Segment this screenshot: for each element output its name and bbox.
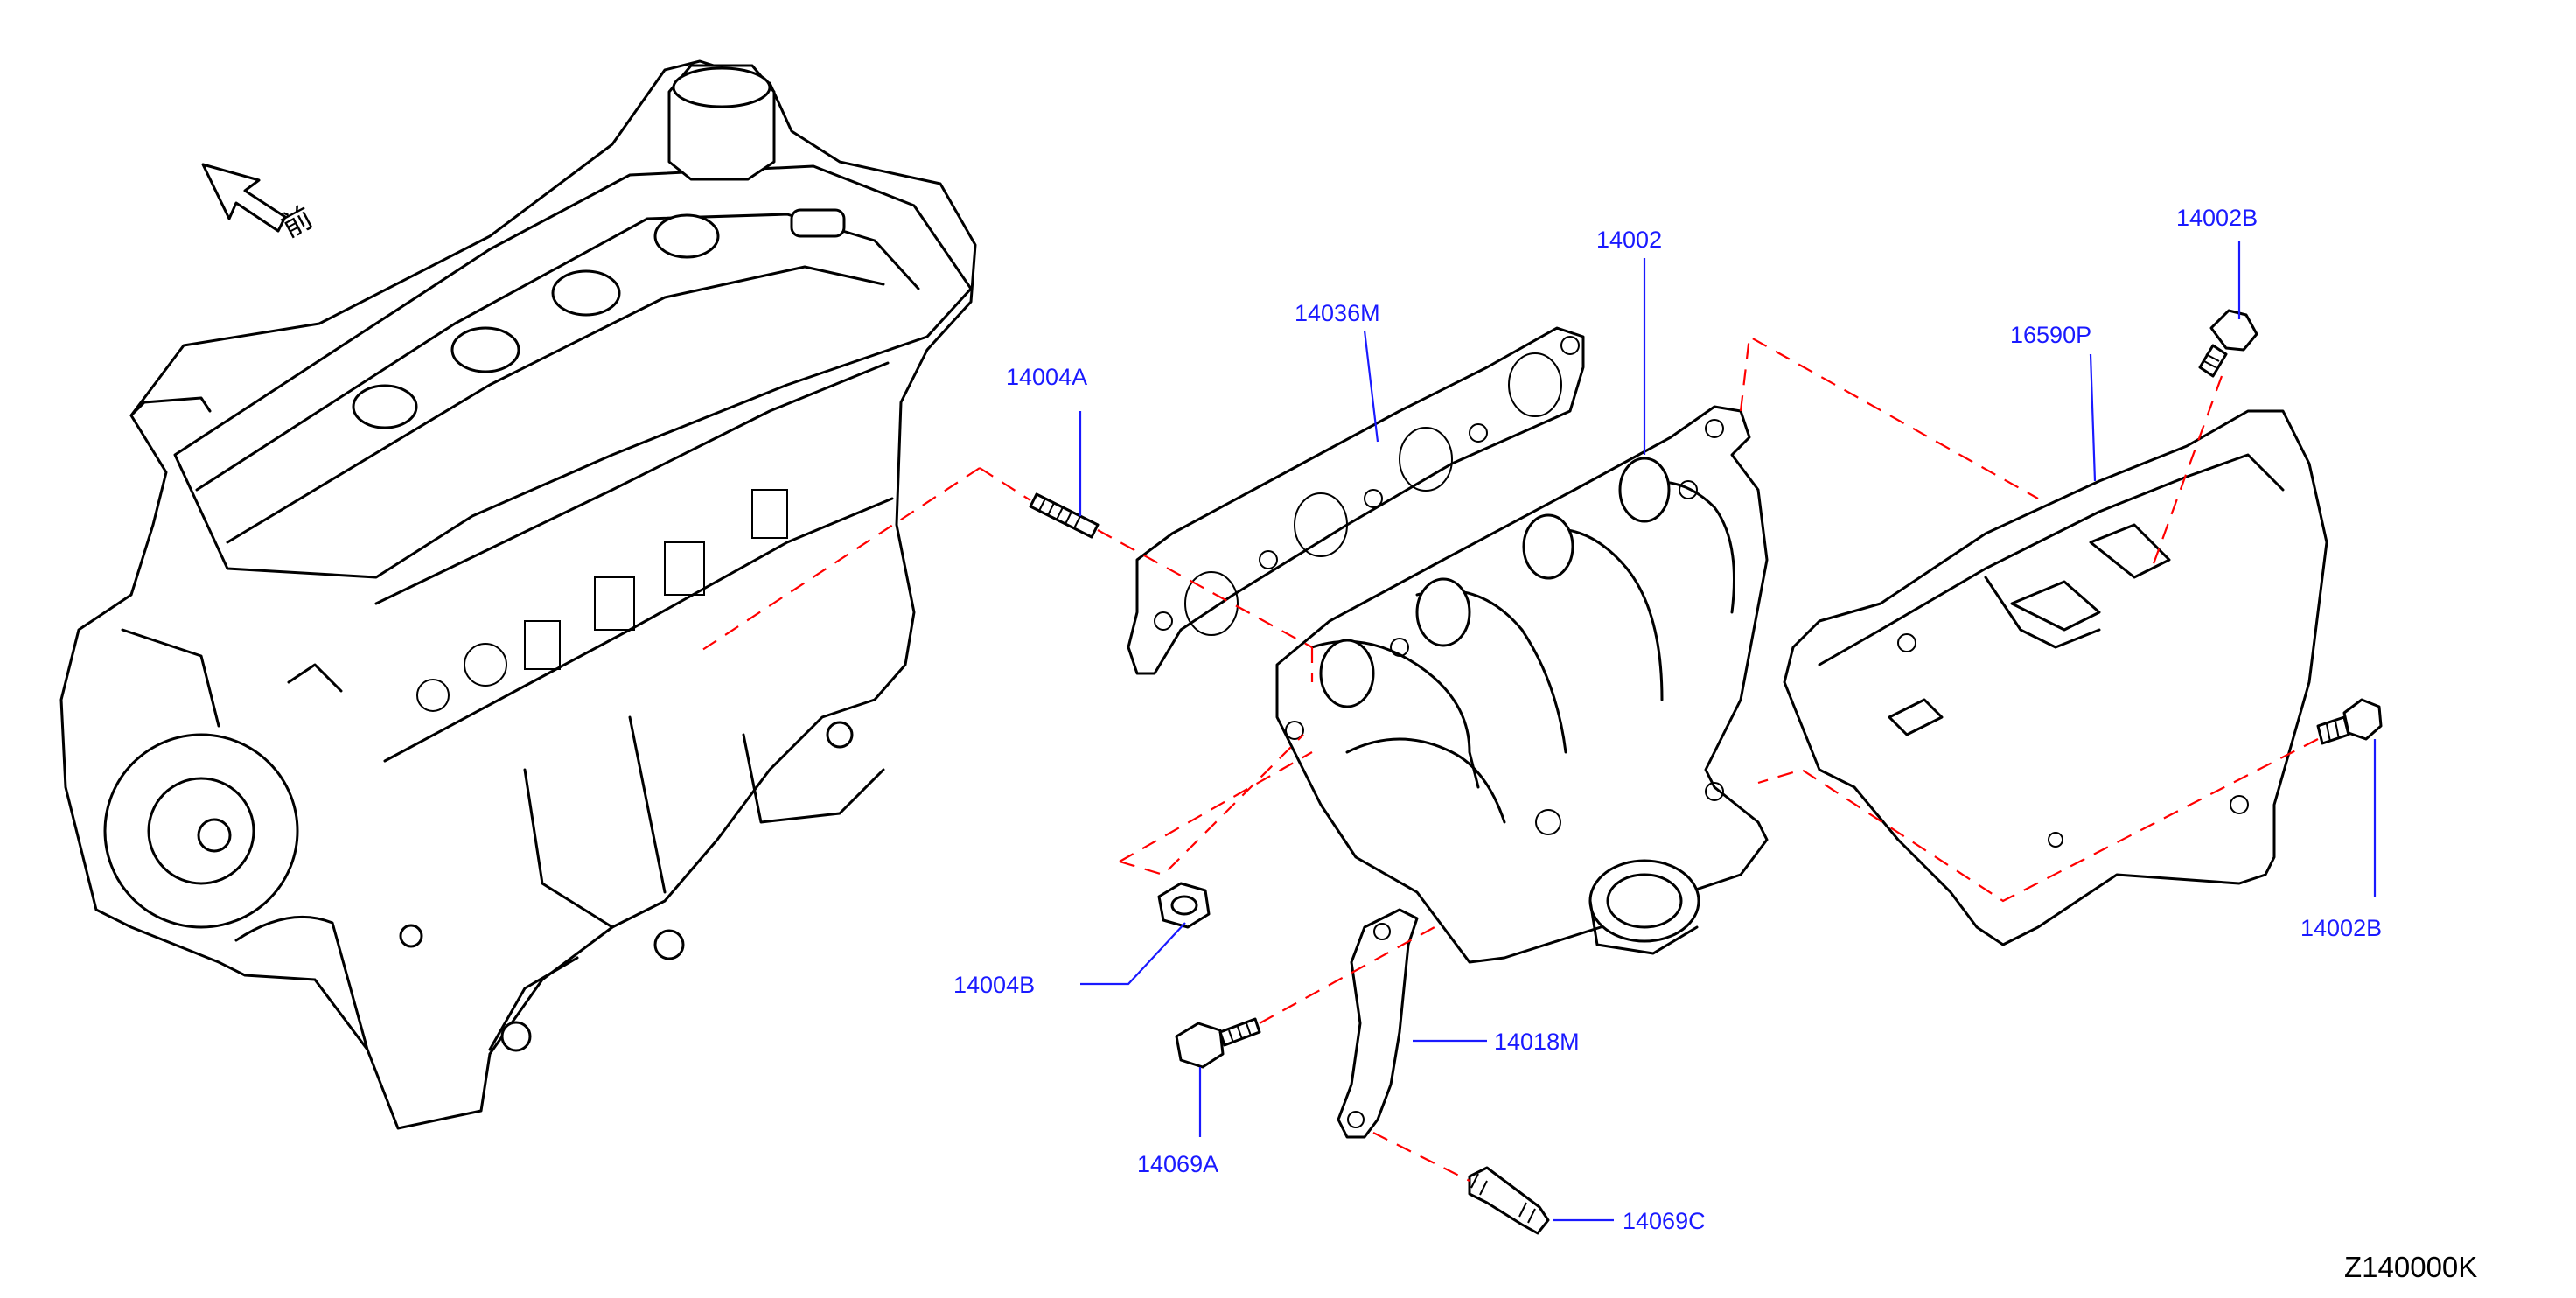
part-label-14069a[interactable]: 14069A — [1137, 1151, 1218, 1177]
bolt-14002b-top-icon — [2198, 309, 2258, 378]
bolt-14069a-icon — [1175, 1017, 1261, 1069]
stud-14004a-icon — [1029, 492, 1100, 539]
diagram-reference-code: Z140000K — [2344, 1251, 2477, 1283]
leader-lines — [1079, 241, 2377, 1222]
part-label-14002b-top[interactable]: 14002B — [2176, 205, 2258, 231]
part-label-14069c[interactable]: 14069C — [1623, 1208, 1706, 1234]
front-arrow-icon — [201, 163, 287, 233]
engine-block-illustration — [59, 59, 977, 1130]
assembly-guide-lines — [699, 335, 2319, 1182]
bracket-14018m-illustration — [1337, 908, 1419, 1139]
part-labels: 14004A 14036M 14002 14002B 16590P 14002B… — [953, 205, 2382, 1234]
front-mark-label: 前 — [276, 200, 318, 245]
stud-14069c-icon — [1468, 1166, 1550, 1235]
bolt-14002b-right-icon — [2316, 698, 2383, 745]
part-label-14036m[interactable]: 14036M — [1295, 300, 1380, 326]
exhaust-manifold-14002-illustration — [1275, 405, 1769, 964]
part-label-16590p[interactable]: 16590P — [2010, 322, 2091, 348]
part-label-14004a[interactable]: 14004A — [1006, 364, 1087, 390]
part-label-14004b[interactable]: 14004B — [953, 972, 1035, 998]
heat-shield-16590p-illustration — [1783, 409, 2328, 946]
part-label-14018m[interactable]: 14018M — [1494, 1029, 1580, 1055]
nut-14004b-icon — [1157, 882, 1211, 929]
part-label-14002[interactable]: 14002 — [1596, 227, 1662, 253]
part-label-14002b-right[interactable]: 14002B — [2300, 915, 2382, 941]
gasket-14036m-illustration — [1127, 326, 1585, 675]
